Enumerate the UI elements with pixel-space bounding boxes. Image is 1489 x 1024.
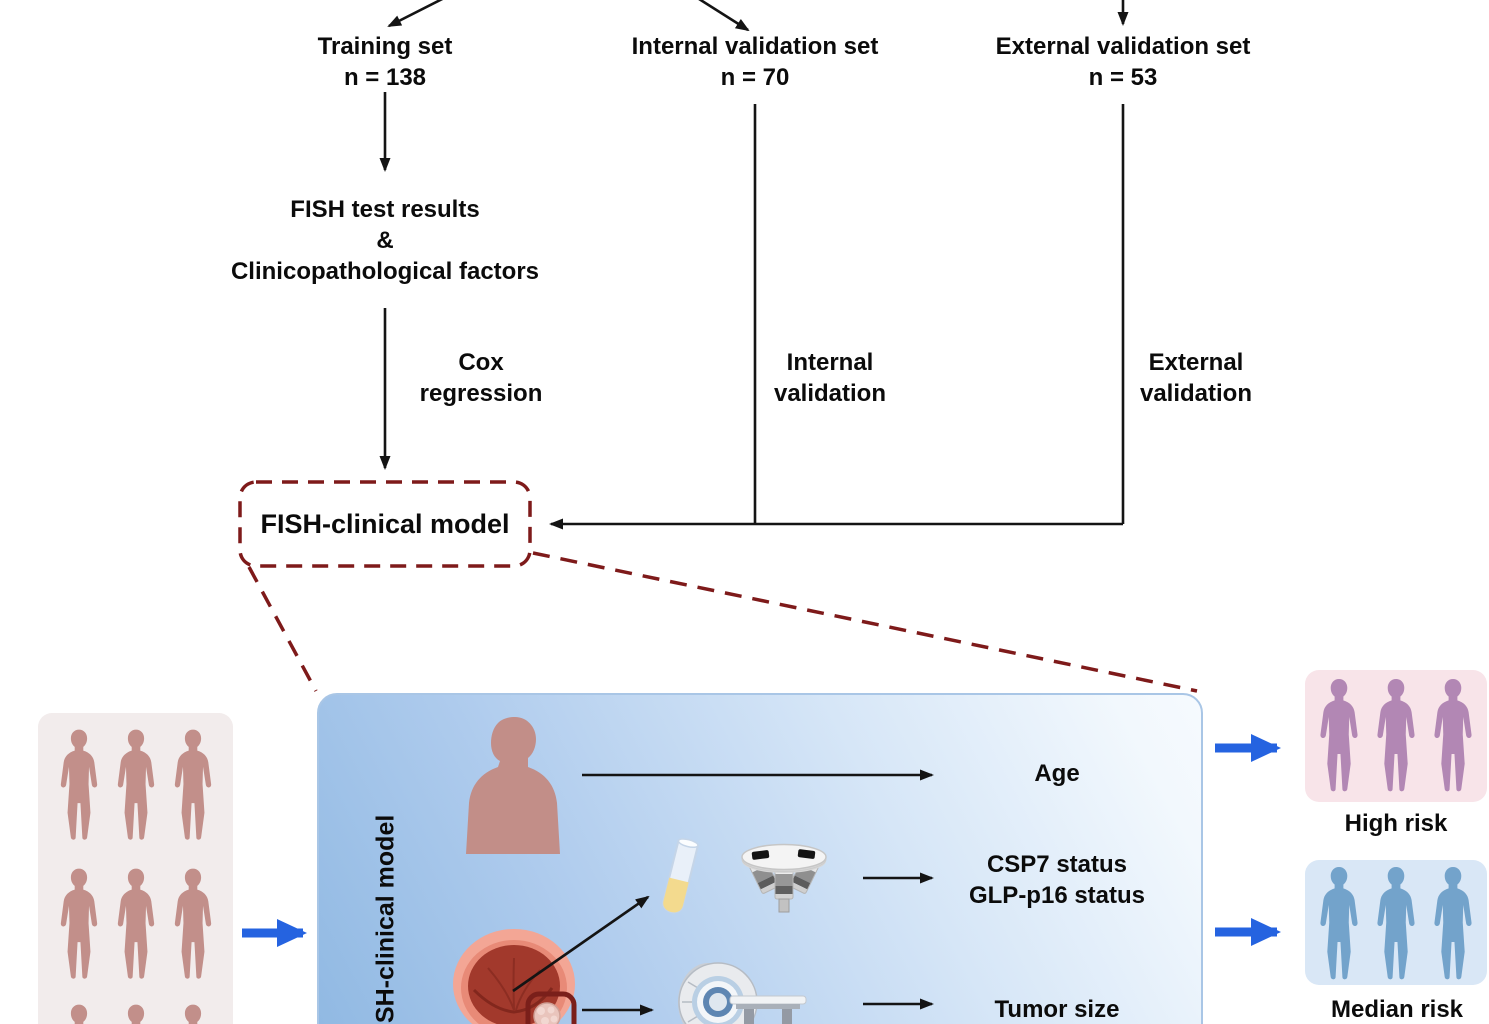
fish-factors-line2: &: [376, 227, 394, 254]
cohort-row-1: [38, 727, 233, 845]
person-icon: [172, 866, 214, 984]
dashed-zoom-line-left: [247, 566, 318, 692]
person-icon: [172, 1002, 214, 1024]
dashed-zoom-line-right: [532, 551, 1198, 693]
arrow-to-training-set: [387, 0, 444, 28]
person-icon: [1374, 866, 1418, 983]
median-risk-label: Median risk: [1330, 996, 1464, 1023]
person-icon: [58, 727, 100, 845]
patient-torso-icon: [462, 714, 562, 854]
high-risk-figures: [1305, 678, 1487, 795]
person-icon: [1374, 678, 1418, 795]
cohort-row-3: [38, 1002, 233, 1024]
tumor-size-label: Tumor size: [994, 996, 1120, 1023]
person-icon: [115, 1002, 157, 1024]
test-tube-icon: [662, 838, 700, 914]
person-icon: [58, 866, 100, 984]
age-label: Age: [1034, 760, 1080, 787]
cox-regression-label: Cox regression: [419, 349, 543, 407]
high-risk-label: High risk: [1344, 810, 1448, 837]
csp7-status-label: CSP7 status: [986, 851, 1128, 878]
external-set-line1: External validation set: [995, 33, 1251, 60]
median-risk-group-box: [1305, 860, 1487, 985]
person-icon: [115, 866, 157, 984]
centrifuge-icon: [741, 843, 827, 913]
internal-set-line1: Internal validation set: [631, 33, 879, 60]
fish-status-label: CSP7 status GLP-p16 status: [969, 849, 1145, 911]
fish-factors-line3: Clinicopathological factors: [230, 258, 540, 285]
person-icon: [172, 727, 214, 845]
patient-cohort-box: [38, 713, 233, 1024]
external-set-count: n = 53: [1088, 64, 1158, 91]
fish-factors-line1: FISH test results: [290, 196, 480, 223]
arrow-to-internal-set: [698, 0, 750, 32]
glp-p16-status-label: GLP-p16 status: [968, 882, 1146, 909]
fish-factors-label: FISH test results & Clinicopathological …: [231, 194, 539, 287]
bladder-tumor-icon: [453, 929, 577, 1024]
high-risk-group-box: [1305, 670, 1487, 802]
internal-set-count: n = 70: [720, 64, 790, 91]
panel-rotated-title: FISH-clinical model: [371, 814, 400, 1024]
median-risk-figures: [1305, 866, 1487, 983]
person-icon: [1317, 678, 1361, 795]
person-icon: [115, 727, 157, 845]
person-icon: [1431, 678, 1475, 795]
internal-set-label: Internal validation set n = 70: [632, 31, 879, 93]
external-validation-label: External validation: [1139, 349, 1253, 407]
training-set-count: n = 138: [343, 64, 427, 91]
person-icon: [1431, 866, 1475, 983]
person-icon: [58, 1002, 100, 1024]
training-set-line1: Training set: [317, 33, 453, 60]
training-set-label: Training set n = 138: [318, 31, 453, 93]
cohort-row-2: [38, 866, 233, 984]
external-set-label: External validation set n = 53: [996, 31, 1251, 93]
person-icon: [1317, 866, 1361, 983]
fish-clinical-model-box-label: FISH-clinical model: [260, 508, 510, 539]
mri-scanner-icon: [678, 962, 807, 1024]
internal-validation-label: Internal validation: [773, 349, 887, 407]
